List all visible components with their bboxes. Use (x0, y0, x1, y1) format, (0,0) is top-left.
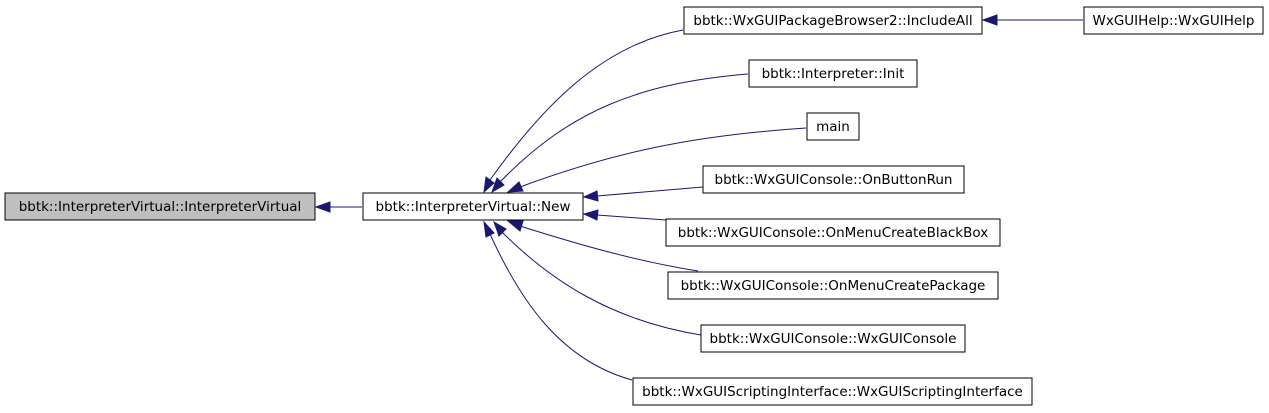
arrowhead-new-from-main (506, 181, 524, 193)
node-wxguiscriptinginterface-wxguiscriptinginterface[interactable]: bbtk::WxGUIScriptingInterface::WxGUIScri… (632, 377, 1033, 406)
edge-onbuttonrun-to-new (596, 186, 704, 197)
edge-includeall-to-new (489, 29, 684, 181)
node-wxguiconsole-wxguiconsole[interactable]: bbtk::WxGUIConsole::WxGUIConsole (700, 324, 966, 353)
node-label: bbtk::Interpreter::Init (762, 66, 905, 82)
node-label: bbtk::WxGUIConsole::OnMenuCreateBlackBox (678, 225, 988, 241)
edge-onmenucreatepackage-to-new (519, 225, 699, 272)
node-wxguipackagebrowser2-includeall[interactable]: bbtk::WxGUIPackageBrowser2::IncludeAll (683, 6, 983, 35)
node-interpretervirtual-new[interactable]: bbtk::InterpreterVirtual::New (362, 192, 584, 221)
edge-wxguiscriptinginterface-to-new (489, 233, 633, 381)
node-label: WxGUIHelp::WxGUIHelp (1093, 13, 1255, 29)
arrowhead-new-from-onmenucreateblackbox (582, 209, 599, 221)
arrowhead-new-from-wxguiscriptinginterface (483, 220, 495, 238)
arrowhead-new-from-init (491, 177, 505, 194)
node-label: bbtk::WxGUIConsole::OnButtonRun (715, 172, 953, 188)
arrowhead-new-from-onbuttonrun (582, 190, 599, 202)
node-wxguihelp-wxguihelp[interactable]: WxGUIHelp::WxGUIHelp (1083, 6, 1264, 35)
node-wxguiconsole-onmenucreateblackbox[interactable]: bbtk::WxGUIConsole::OnMenuCreateBlackBox (665, 218, 1001, 247)
node-label: main (816, 119, 850, 135)
node-interpreter-init[interactable]: bbtk::Interpreter::Init (748, 59, 918, 88)
node-label: bbtk::InterpreterVirtual::InterpreterVir… (19, 199, 302, 215)
arrowhead-new-from-includeall (483, 176, 495, 194)
edge-main-to-new (519, 127, 807, 188)
graph-nodes: bbtk::InterpreterVirtual::InterpreterVir… (4, 6, 1264, 406)
node-label: bbtk::WxGUIScriptingInterface::WxGUIScri… (642, 384, 1023, 400)
node-label: bbtk::WxGUIPackageBrowser2::IncludeAll (693, 13, 972, 29)
edge-init-to-new (499, 73, 749, 183)
arrowhead-new-from-wxguiconsole (493, 220, 507, 237)
arrowhead-interpretervirtual (314, 201, 331, 213)
graph-edges (314, 14, 1083, 381)
node-label: bbtk::InterpreterVirtual::New (376, 199, 571, 215)
edge-onmenucreateblackbox-to-new (596, 214, 667, 221)
node-label: bbtk::WxGUIConsole::OnMenuCreatePackage (681, 278, 986, 294)
arrowhead-includeall (981, 14, 998, 26)
node-label: bbtk::WxGUIConsole::WxGUIConsole (710, 331, 957, 347)
arrowhead-new-from-onmenucreatepackage (506, 220, 524, 232)
node-main[interactable]: main (806, 112, 860, 141)
node-wxguiconsole-onbuttonrun[interactable]: bbtk::WxGUIConsole::OnButtonRun (702, 165, 965, 194)
node-wxguiconsole-onmenucreatepackage[interactable]: bbtk::WxGUIConsole::OnMenuCreatePackage (667, 271, 999, 300)
node-interpretervirtual-interpretervirtual[interactable]: bbtk::InterpreterVirtual::InterpreterVir… (4, 192, 316, 221)
edge-wxguiconsole-to-new (501, 231, 702, 336)
